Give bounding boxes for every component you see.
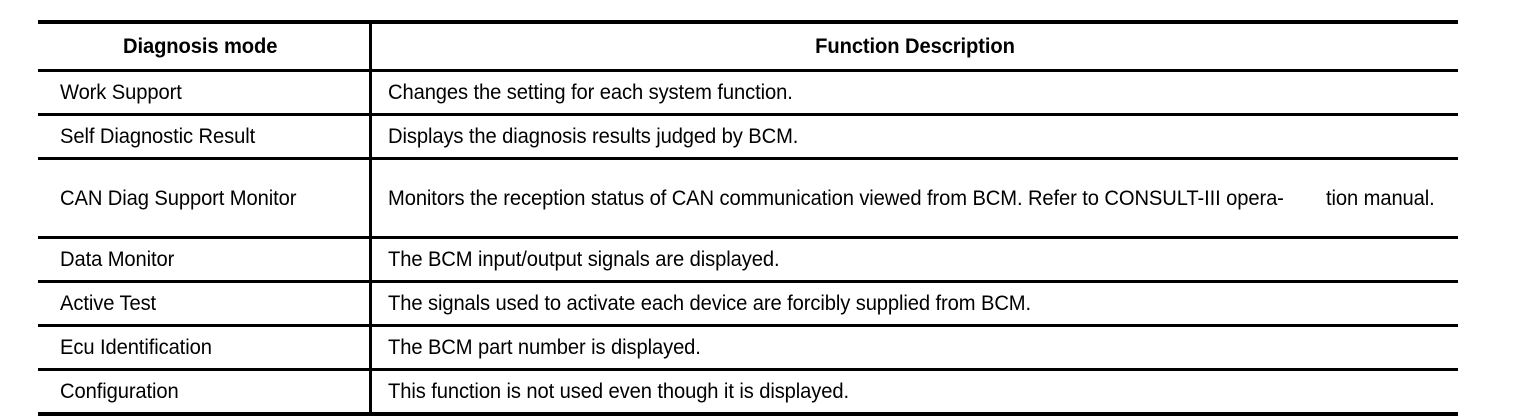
diagnosis-mode-label: CAN Diag Support Monitor	[60, 186, 297, 210]
cell-diagnosis-mode: Ecu Identification	[38, 325, 372, 371]
cell-diagnosis-mode: CAN Diag Support Monitor	[38, 158, 372, 239]
diagnosis-mode-label: Work Support	[60, 81, 182, 104]
function-description-line: Displays the diagnosis results judged by…	[387, 125, 798, 148]
function-description-line: The BCM part number is displayed.	[387, 336, 701, 359]
function-description-line: The signals used to activate each device…	[387, 292, 1031, 315]
cell-function-description: The BCM input/output signals are display…	[370, 237, 1458, 283]
cell-function-description: Displays the diagnosis results judged by…	[370, 114, 1458, 160]
diagnosis-mode-label: Active Test	[60, 292, 157, 315]
column-header-diagnosis-mode-label: Diagnosis mode	[122, 35, 278, 58]
cell-diagnosis-mode: Work Support	[38, 70, 372, 116]
table-row: Active Test The signals used to activate…	[38, 281, 1458, 327]
table-row: Data Monitor The BCM input/output signal…	[38, 237, 1458, 283]
cell-function-description: This function is not used even though it…	[370, 369, 1458, 416]
table-row: Self Diagnostic Result Displays the diag…	[38, 114, 1458, 160]
cell-function-description: The BCM part number is displayed.	[370, 325, 1458, 371]
function-description-line: Changes the setting for each system func…	[387, 81, 793, 104]
table-row: CAN Diag Support Monitor Monitors the re…	[38, 158, 1458, 239]
table-row: Ecu Identification The BCM part number i…	[38, 325, 1458, 371]
cell-diagnosis-mode: Data Monitor	[38, 237, 372, 283]
diagnosis-mode-table: Diagnosis mode Function Description Work…	[38, 20, 1458, 416]
cell-diagnosis-mode: Self Diagnostic Result	[38, 114, 372, 160]
column-header-function-description-label: Function Description	[814, 35, 1015, 58]
cell-function-description: Changes the setting for each system func…	[370, 70, 1458, 116]
table-header-row: Diagnosis mode Function Description	[38, 20, 1458, 72]
table-header: Diagnosis mode Function Description	[38, 20, 1458, 72]
function-description-line: Monitors the reception status of CAN com…	[387, 186, 1284, 210]
function-description-line: The BCM input/output signals are display…	[387, 248, 780, 271]
function-description-line: tion manual.	[1326, 186, 1436, 210]
diagnosis-mode-label: Configuration	[60, 380, 179, 403]
table-row: Configuration This function is not used …	[38, 369, 1458, 416]
cell-diagnosis-mode: Configuration	[38, 369, 372, 416]
column-header-diagnosis-mode: Diagnosis mode	[38, 20, 372, 72]
diagnosis-mode-label: Data Monitor	[60, 248, 175, 271]
cell-function-description: Monitors the reception status of CAN com…	[370, 158, 1458, 239]
function-description-line: This function is not used even though it…	[387, 380, 849, 403]
table-row: Work Support Changes the setting for eac…	[38, 70, 1458, 116]
table-body: Work Support Changes the setting for eac…	[38, 70, 1458, 416]
cell-function-description: The signals used to activate each device…	[370, 281, 1458, 327]
diagnosis-mode-label: Ecu Identification	[60, 336, 212, 359]
column-header-function-description: Function Description	[370, 20, 1458, 72]
cell-diagnosis-mode: Active Test	[38, 281, 372, 327]
diagnosis-mode-label: Self Diagnostic Result	[60, 125, 256, 148]
